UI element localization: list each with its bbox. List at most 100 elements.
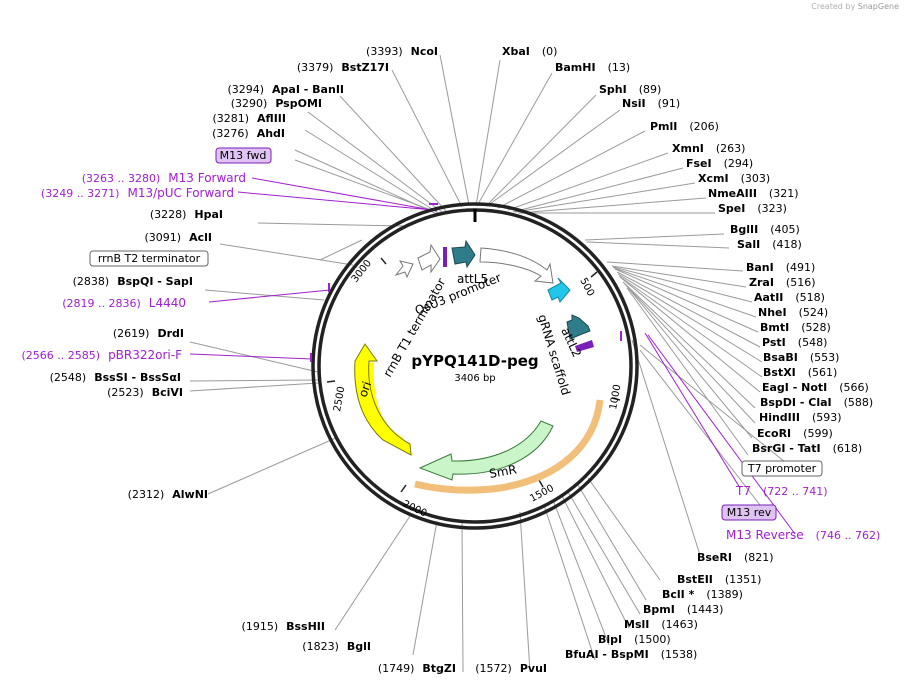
enzyme-position: (588) xyxy=(844,396,874,409)
enzyme-name-eagi-noti[interactable]: EagI - NotI xyxy=(762,381,827,394)
enzyme-name-xcmi[interactable]: XcmI xyxy=(698,172,729,185)
origin-tick xyxy=(473,209,477,222)
enzyme-name-bcli-[interactable]: BclI * xyxy=(662,588,695,601)
primer-name[interactable]: M13 Reverse xyxy=(726,528,804,542)
enzyme-leader-lines xyxy=(189,54,763,673)
attl2-primer-mark xyxy=(575,340,594,352)
enzyme-position: (593) xyxy=(812,411,842,424)
enzyme-position: (599) xyxy=(803,427,833,440)
enzyme-name-nhei[interactable]: NheI xyxy=(758,306,787,319)
enzyme-name-bsteii[interactable]: BstEII xyxy=(677,573,713,586)
primer-mark-m13fwd xyxy=(429,203,438,205)
primer-name[interactable]: M13/pUC Forward xyxy=(127,186,234,200)
enzyme-name-bsssi-bsss-i[interactable]: BssSI - BssSαI xyxy=(94,371,181,384)
primer-range: (2819 .. 2836) xyxy=(62,297,141,310)
enzyme-name-bfuai-bspmi[interactable]: BfuAI - BspMI xyxy=(565,648,649,661)
enzyme-name-bseri[interactable]: BseRI xyxy=(697,551,732,564)
rrnb-t1-arrow xyxy=(394,260,414,279)
enzyme-position: (91) xyxy=(658,97,681,110)
enzyme-position: (528) xyxy=(801,321,831,334)
enzyme-position: (2312) xyxy=(128,488,165,501)
enzyme-name-hpai[interactable]: HpaI xyxy=(194,208,223,221)
m13-fwd-label: M13 fwd xyxy=(220,149,267,162)
enzyme-name-spei[interactable]: SpeI xyxy=(718,202,745,215)
enzyme-position: (294) xyxy=(724,157,754,170)
primer-range: (3263 .. 3280) xyxy=(82,172,161,185)
m13-fwd-box[interactable]: M13 fwd xyxy=(215,147,272,164)
enzyme-name-hindiii[interactable]: HindIII xyxy=(759,411,800,424)
enzyme-name-bsshii[interactable]: BssHII xyxy=(286,620,325,633)
enzyme-name-drdi[interactable]: DrdI xyxy=(157,327,184,340)
enzyme-name-msli[interactable]: MslI xyxy=(624,618,649,631)
enzyme-name-bamhi[interactable]: BamHI xyxy=(555,61,596,74)
t7-promoter-label: T7 promoter xyxy=(747,462,817,475)
enzyme-name-psti[interactable]: PstI xyxy=(762,336,786,349)
enzyme-name-apai-banii[interactable]: ApaI - BanII xyxy=(272,83,344,96)
enzyme-name-bglii[interactable]: BglII xyxy=(730,223,758,236)
enzyme-name-pspomi[interactable]: PspOMI xyxy=(275,97,322,110)
enzyme-name-bstxi[interactable]: BstXI xyxy=(763,366,796,379)
enzyme-name-bspqi-sapi[interactable]: BspQI - SapI xyxy=(117,275,193,288)
enzyme-position: (2838) xyxy=(73,275,110,288)
enzyme-position: (3228) xyxy=(150,208,187,221)
enzyme-name-bgli[interactable]: BglI xyxy=(347,640,371,653)
created-by-watermark: Created by SnapGene xyxy=(811,2,899,11)
enzyme-name-zrai[interactable]: ZraI xyxy=(749,276,774,289)
enzyme-position: (405) xyxy=(770,223,800,236)
backbone-outer xyxy=(311,202,639,530)
enzyme-name-sali[interactable]: SalI xyxy=(737,238,760,251)
enzyme-name-bani[interactable]: BanI xyxy=(746,261,774,274)
enzyme-name-bspdi-clai[interactable]: BspDI - ClaI xyxy=(760,396,832,409)
enzyme-name-bcivi[interactable]: BciVI xyxy=(152,386,183,399)
enzyme-name-xbai[interactable]: XbaI xyxy=(502,45,530,58)
enzyme-name-bstz17i[interactable]: BstZ17I xyxy=(341,61,389,74)
enzyme-name-sphi[interactable]: SphI xyxy=(599,83,627,96)
enzyme-position: (3290) xyxy=(231,97,268,110)
enzyme-position: (553) xyxy=(810,351,840,364)
enzyme-position: (2548) xyxy=(50,371,87,384)
enzyme-name-nsii[interactable]: NsiI xyxy=(622,97,646,110)
enzyme-position: (561) xyxy=(808,366,838,379)
enzyme-name-blpi[interactable]: BlpI xyxy=(598,633,622,646)
primer-name[interactable]: M13 Forward xyxy=(168,171,246,185)
enzyme-name-pvui[interactable]: PvuI xyxy=(520,662,547,675)
enzyme-position: (3294) xyxy=(227,83,264,96)
enzyme-name-pmli[interactable]: PmlI xyxy=(650,120,677,133)
primer-mark-t7 xyxy=(620,331,622,341)
t7-promoter-box[interactable]: T7 promoter xyxy=(741,460,823,477)
created-by-text: Created by xyxy=(811,2,856,11)
enzyme-name-xmni[interactable]: XmnI xyxy=(672,142,704,155)
primer-name[interactable]: L4440 xyxy=(149,296,186,310)
enzyme-name-bsrgi-tati[interactable]: BsrGI - TatI xyxy=(752,442,821,455)
enzyme-name-ncoi[interactable]: NcoI xyxy=(411,45,438,58)
enzyme-name-aatii[interactable]: AatII xyxy=(754,291,783,304)
enzyme-name-afliii[interactable]: AflIII xyxy=(257,112,286,125)
primer-range: (722 .. 741) xyxy=(763,485,828,498)
enzyme-name-bpmi[interactable]: BpmI xyxy=(643,603,675,616)
primer-name[interactable]: T7 xyxy=(735,484,751,498)
enzyme-name-bsabi[interactable]: BsaBI xyxy=(763,351,798,364)
enzyme-name-btgzi[interactable]: BtgZI xyxy=(422,662,456,675)
rrnb-t2-box[interactable]: rrnB T2 terminator xyxy=(89,250,209,267)
enzyme-name-ecori[interactable]: EcoRI xyxy=(757,427,791,440)
enzyme-name-bmti[interactable]: BmtI xyxy=(760,321,789,334)
enzyme-position: (0) xyxy=(542,45,558,58)
tick-3000: 3000 xyxy=(350,258,374,285)
enzyme-position: (3276) xyxy=(212,127,249,140)
enzyme-position: (1915) xyxy=(242,620,279,633)
enzyme-position: (516) xyxy=(786,276,816,289)
enzyme-labels-left: NcoI(3393)BstZ17I(3379)ApaI - BanII(3294… xyxy=(50,45,547,675)
primer-range: (3249 .. 3271) xyxy=(41,187,120,200)
enzyme-name-fsei[interactable]: FseI xyxy=(686,157,712,170)
tick-2500: 2500 xyxy=(332,386,347,413)
enzyme-position: (2523) xyxy=(107,386,144,399)
enzyme-name-acli[interactable]: AclI xyxy=(189,231,212,244)
enzyme-position: (3281) xyxy=(212,112,249,125)
enzyme-position: (491) xyxy=(786,261,816,274)
enzyme-position: (821) xyxy=(744,551,774,564)
enzyme-name-nmeaiii[interactable]: NmeAIII xyxy=(708,187,757,200)
m13-rev-box[interactable]: M13 rev xyxy=(721,504,777,521)
enzyme-name-alwni[interactable]: AlwNI xyxy=(172,488,208,501)
enzyme-name-ahdi[interactable]: AhdI xyxy=(257,127,285,140)
primer-name[interactable]: pBR322ori-F xyxy=(108,348,182,362)
